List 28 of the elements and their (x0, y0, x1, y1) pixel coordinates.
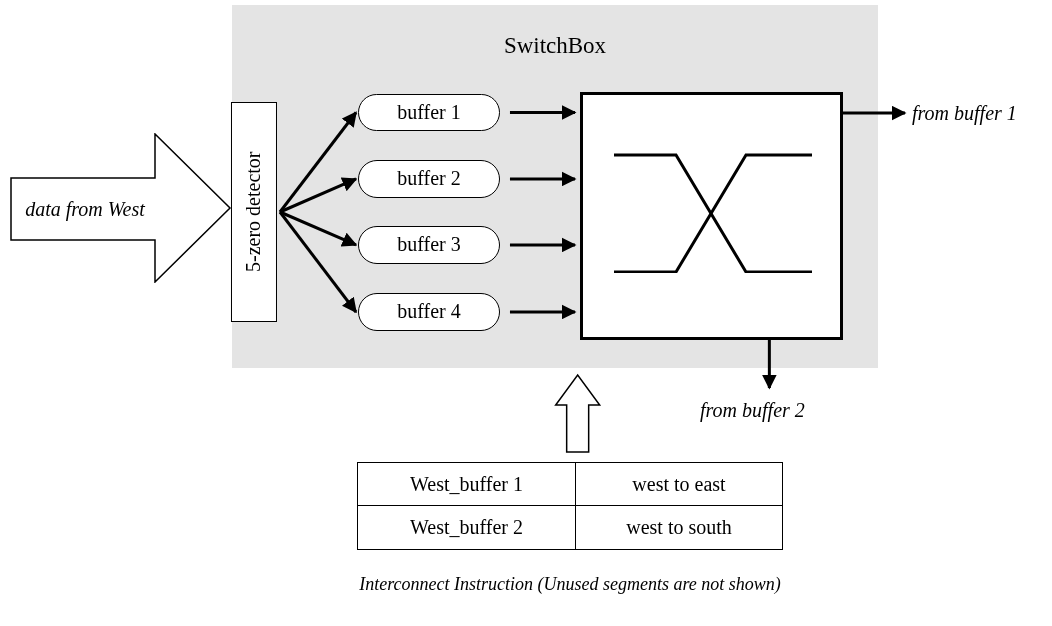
arrow (279, 177, 358, 214)
arrow-label: data from West (24, 196, 146, 223)
arrow (761, 340, 777, 390)
arrow (509, 304, 577, 320)
hollow-arrow (554, 373, 602, 453)
switchbox-panel (232, 5, 878, 368)
switch-box (580, 92, 843, 340)
buffer-box: buffer 2 (358, 160, 500, 198)
table-cell-text: west to south (625, 515, 733, 540)
arrow (278, 211, 358, 314)
group-title: SwitchBox (502, 33, 608, 59)
output-label: from buffer 1 (912, 100, 1042, 126)
arrow (843, 105, 907, 121)
buffer-box: buffer 3 (358, 226, 500, 264)
caption: Interconnect Instruction (Unused segments are not shown) (358, 574, 782, 595)
arrow (509, 237, 577, 253)
buffer-box: buffer 1 (358, 94, 500, 131)
instruction-table (357, 462, 783, 550)
arrow (278, 111, 358, 213)
table-cell: west to east (576, 463, 782, 506)
detector-box: 5-zero detector (231, 102, 277, 322)
buffer-box: buffer 4 (358, 293, 500, 331)
arrow (509, 105, 577, 120)
table-cell: West_buffer 2 (358, 506, 576, 549)
arrow (509, 171, 577, 187)
table-cell: West_buffer 1 (358, 463, 576, 506)
output-label: from buffer 2 (700, 397, 850, 423)
arrow (279, 210, 358, 247)
